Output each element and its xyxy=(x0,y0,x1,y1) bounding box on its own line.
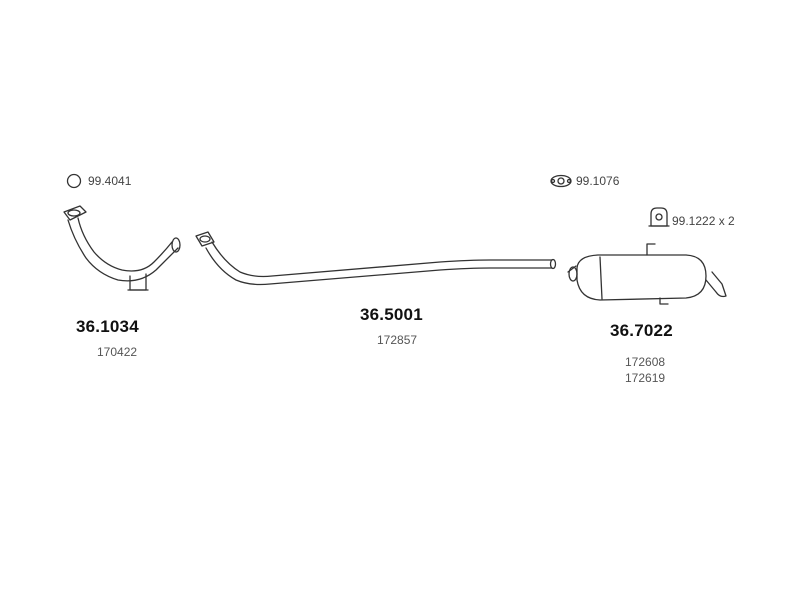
rubber-mount-icon xyxy=(648,207,670,227)
ring-gasket-icon xyxy=(66,173,82,189)
part-code-rear-silencer: 36.7022 xyxy=(610,321,673,340)
rear-silencer-drawing xyxy=(567,243,727,305)
accessory-code-mount: 99.1222 x 2 xyxy=(672,214,735,228)
part-code-front-pipe: 36.1034 xyxy=(76,317,139,336)
accessory-code-flange: 99.1076 xyxy=(576,174,620,188)
part-ref-middle-pipe: 172857 xyxy=(377,333,418,347)
part-ref-rear-silencer-2: 172619 xyxy=(625,371,666,385)
flange-gasket-icon xyxy=(550,174,572,188)
middle-pipe-drawing xyxy=(195,231,557,286)
accessory-code-ring: 99.4041 xyxy=(88,174,132,188)
part-ref-front-pipe: 170422 xyxy=(97,345,138,359)
front-pipe-drawing xyxy=(63,205,181,291)
part-ref-rear-silencer-1: 172608 xyxy=(625,355,666,369)
part-code-middle-pipe: 36.5001 xyxy=(360,305,423,324)
